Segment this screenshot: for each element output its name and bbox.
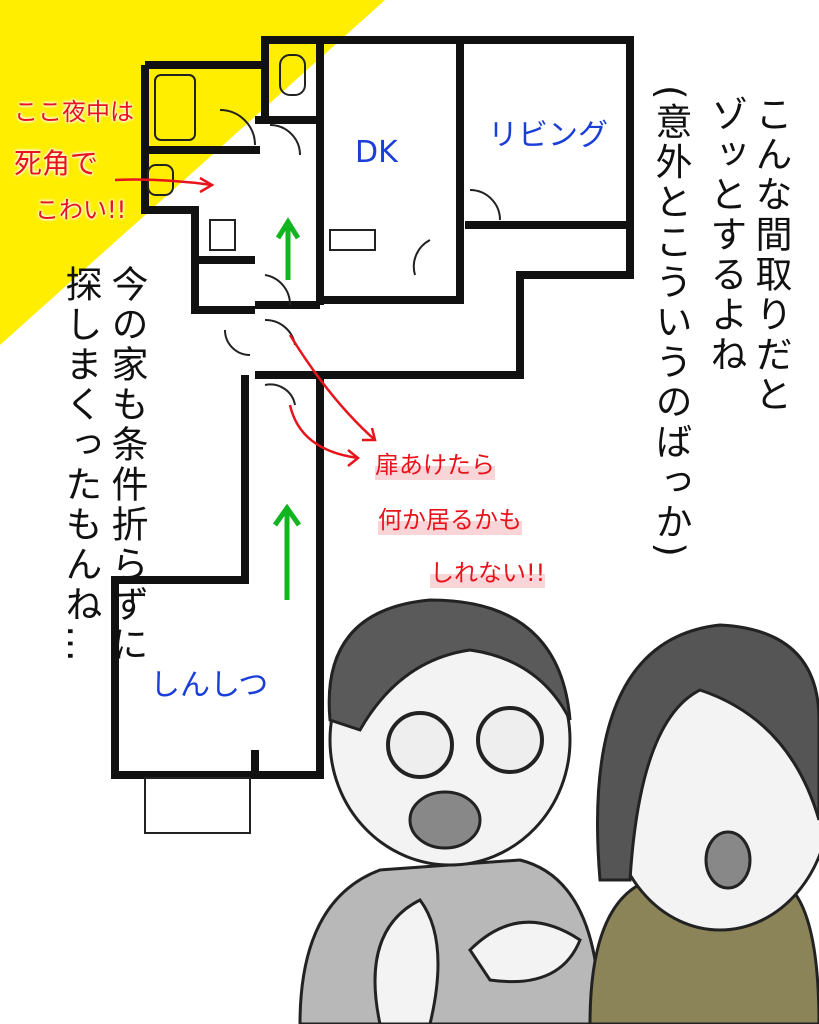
red-arrows bbox=[114, 176, 377, 467]
door-warning-line-3: しれない!! bbox=[430, 553, 546, 588]
blind-spot-note-line-1: ここ夜中は bbox=[14, 98, 134, 126]
woman-character bbox=[588, 623, 819, 1024]
floor-plan bbox=[111, 36, 634, 779]
narration-right-1: こんな間取りだと bbox=[749, 95, 792, 415]
narration-left-2: 探しまくったもんね… bbox=[59, 265, 102, 665]
narration-right-3: (意外とこういうのばっか) bbox=[649, 85, 692, 560]
room-label-bedroom: しんしつ bbox=[150, 668, 269, 703]
narration-left-1: 今の家も条件折らずに bbox=[105, 265, 148, 665]
room-label-dk: DK bbox=[355, 135, 398, 170]
blind-spot-note-line-2: 死角で bbox=[14, 147, 99, 180]
door-warning-line-2: 何か居るかも bbox=[378, 500, 522, 535]
blind-spot-note-line-3: こわい!! bbox=[35, 196, 127, 224]
green-arrows bbox=[272, 217, 302, 600]
man-character bbox=[298, 598, 602, 1024]
yellow-background bbox=[0, 0, 385, 345]
room-label-living: リビング bbox=[488, 118, 608, 153]
narration-right-2: ゾッとするよね bbox=[704, 95, 747, 375]
door-warning-line-1: 扉あけたら bbox=[375, 445, 495, 480]
